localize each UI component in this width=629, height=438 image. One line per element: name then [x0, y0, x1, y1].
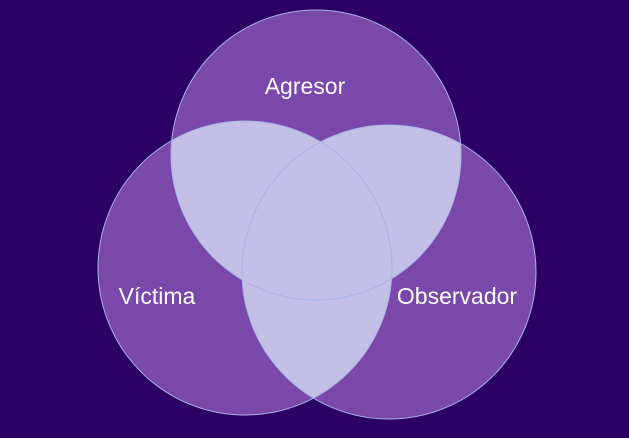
outline-agresor: [170, 9, 462, 301]
outline-observador: [241, 124, 537, 420]
outline-victima: [97, 120, 393, 416]
label-observador: Observador: [397, 283, 518, 309]
label-victima: Víctima: [119, 283, 196, 309]
overlap-left-right: [242, 125, 392, 415]
label-agresor: Agresor: [265, 73, 346, 99]
